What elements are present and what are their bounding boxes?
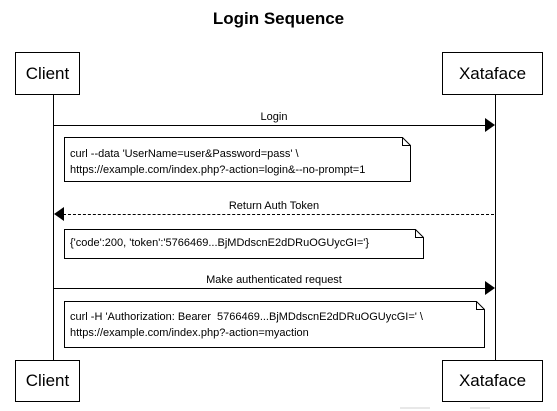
bottom-artifact (400, 407, 430, 409)
note-login-request: curl --data 'UserName=user&Password=pass… (64, 137, 411, 182)
note-shape (64, 301, 485, 348)
arrow-right-icon (485, 118, 495, 132)
note-login-request-text: curl --data 'UserName=user&Password=pass… (70, 146, 365, 178)
server-actor-top: Xataface (442, 52, 543, 95)
note-line: https://example.com/index.php?-action=lo… (70, 164, 366, 176)
server-lifeline (495, 95, 496, 360)
arrow-left-icon (54, 207, 64, 221)
note-line: https://example.com/index.php?-action=my… (70, 327, 309, 339)
note-line: {'code':200, 'token':'5766469...BjMDdscn… (70, 237, 370, 249)
note-token-response: {'code':200, 'token':'5766469...BjMDdscn… (64, 229, 424, 259)
message-login-line (54, 125, 486, 126)
note-line: curl --data 'UserName=user&Password=pass… (70, 148, 299, 160)
message-token-label: Return Auth Token (228, 200, 320, 212)
bottom-artifact (470, 407, 490, 409)
note-authenticated-request-text: curl -H 'Authorization: Bearer 5766469..… (70, 309, 423, 341)
message-request-label: Make authenticated request (206, 274, 342, 286)
note-line: curl -H 'Authorization: Bearer 5766469..… (70, 311, 423, 323)
message-token-line (63, 214, 494, 215)
client-lifeline (53, 95, 54, 360)
note-authenticated-request: curl -H 'Authorization: Bearer 5766469..… (64, 301, 485, 348)
message-login-label: Login (260, 111, 288, 123)
server-actor-bottom: Xataface (442, 360, 543, 402)
note-token-response-text: {'code':200, 'token':'5766469...BjMDdscn… (70, 235, 369, 251)
note-shape (64, 229, 424, 259)
note-shape (64, 137, 411, 182)
arrow-right-icon (485, 281, 495, 295)
client-actor-bottom: Client (15, 360, 80, 402)
diagram-title: Login Sequence (212, 9, 345, 28)
client-actor-top: Client (15, 52, 80, 95)
message-request-line (54, 288, 486, 289)
